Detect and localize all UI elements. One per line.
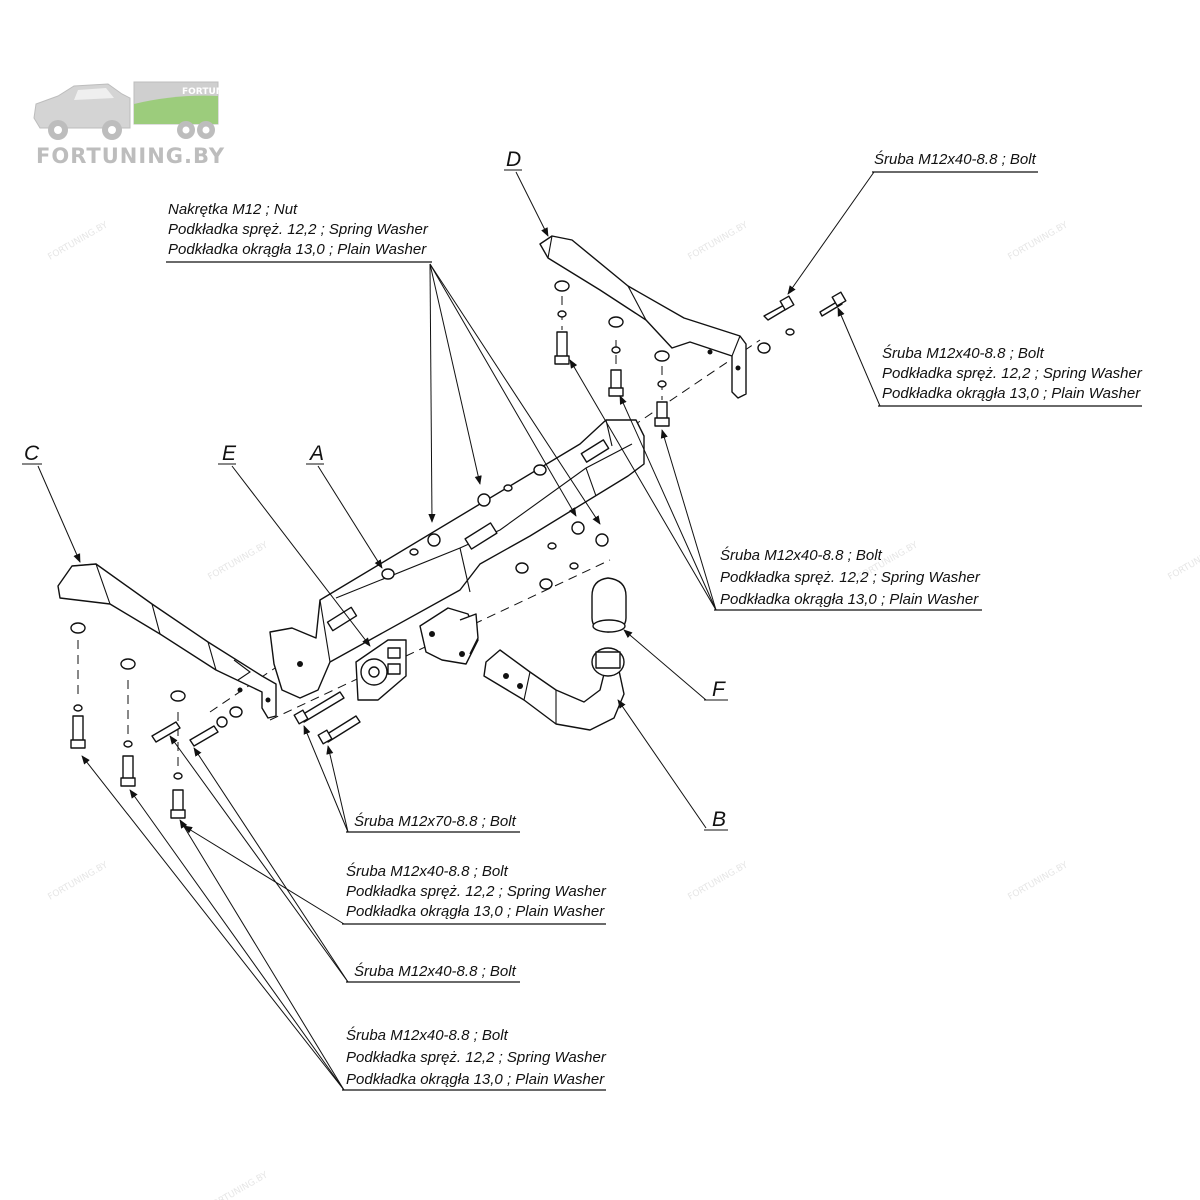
ball-cap-f <box>591 577 627 633</box>
part-letter-d: D <box>506 148 521 171</box>
ball-mount-bracket <box>419 607 479 665</box>
trailer-sign: FORTUNING <box>182 87 242 97</box>
callout-text: Śruba M12x40-8.8 ; Bolt <box>720 546 883 564</box>
socket-plate-e <box>355 639 407 701</box>
callout-text: Śruba M12x40-8.8 ; Bolt <box>346 862 509 880</box>
pickup-truck-icon <box>33 83 131 140</box>
callout-text: Śruba M12x40-8.8 ; Bolt <box>882 344 1045 362</box>
callout-text: Podkładka okrągła 13,0 ; Plain Washer <box>346 1071 605 1088</box>
callout-text: Podkładka spręż. 12,2 ; Spring Washer <box>882 365 1143 382</box>
watermark: FORTUNING.BY <box>47 220 111 262</box>
callout-lower-bolt-set-1: Śruba M12x40-8.8 ; Bolt Podkładka spręż.… <box>183 825 607 925</box>
ball-neck-b <box>483 647 625 731</box>
part-letter-c: C <box>24 442 40 465</box>
callout-right-bolt-set: Śruba M12x40-8.8 ; Bolt Podkładka spręż.… <box>837 307 1143 407</box>
callout-text: Śruba M12x40-8.8 ; Bolt <box>354 962 517 980</box>
callout-text: Śruba M12x70-8.8 ; Bolt <box>354 812 517 830</box>
callout-text: Podkładka okrągła 13,0 ; Plain Washer <box>720 591 979 608</box>
watermark: FORTUNING.BY <box>1007 860 1071 902</box>
callout-text: Podkładka okrągła 13,0 ; Plain Washer <box>346 903 605 920</box>
callout-text: Śruba M12x40-8.8 ; Bolt <box>874 150 1037 168</box>
callout-text: Podkładka spręż. 12,2 ; Spring Washer <box>720 569 981 586</box>
hardware-bolts <box>70 280 847 819</box>
part-letter-e: E <box>222 442 237 465</box>
watermark: FORTUNING.BY <box>207 1170 271 1200</box>
watermark: FORTUNING.BY <box>687 860 751 902</box>
part-letter-b: B <box>712 808 726 831</box>
watermark: FORTUNING.BY <box>1007 220 1071 262</box>
watermark: FORTUNING.BY <box>1167 540 1200 582</box>
part-letter-a: A <box>308 442 324 465</box>
bracket-c <box>57 563 277 719</box>
callout-text: Śruba M12x40-8.8 ; Bolt <box>346 1026 509 1044</box>
watermark: FORTUNING.BY <box>47 860 111 902</box>
callout-text: Podkładka okrągła 13,0 ; Plain Washer <box>168 241 427 258</box>
logo-wordmark: FORTUNING.BY <box>36 144 225 168</box>
callout-text: Podkładka spręż. 12,2 ; Spring Washer <box>346 883 607 900</box>
trailer-icon: FORTUNING <box>133 81 242 139</box>
callout-lower-bolt-set-2: Śruba M12x40-8.8 ; Bolt Podkładka spręż.… <box>81 755 607 1091</box>
callout-mid-right-bolt-set: Śruba M12x40-8.8 ; Bolt Podkładka spręż.… <box>569 359 982 611</box>
part-letters: D C E A F B <box>22 148 728 831</box>
callout-text: Podkładka okrągła 13,0 ; Plain Washer <box>882 385 1141 402</box>
callout-lower-bolt: Śruba M12x40-8.8 ; Bolt <box>169 735 520 983</box>
callout-text: Podkładka spręż. 12,2 ; Spring Washer <box>346 1049 607 1066</box>
bracket-d <box>539 235 747 399</box>
fortuning-logo: FORTUNING FORTUNING.BY <box>33 81 242 168</box>
callout-top-right-bolt: Śruba M12x40-8.8 ; Bolt <box>787 150 1038 295</box>
crossbar-a <box>269 419 645 699</box>
callout-nut-washers: Nakrętka M12 ; Nut Podkładka spręż. 12,2… <box>166 201 601 525</box>
part-letter-f: F <box>712 678 726 701</box>
callout-bolt-m12x70: Śruba M12x70-8.8 ; Bolt <box>303 725 520 833</box>
callout-text: Podkładka spręż. 12,2 ; Spring Washer <box>168 221 429 238</box>
watermark: FORTUNING.BY <box>687 220 751 262</box>
callout-text: Nakrętka M12 ; Nut <box>168 201 298 218</box>
watermark: FORTUNING.BY <box>207 540 271 582</box>
